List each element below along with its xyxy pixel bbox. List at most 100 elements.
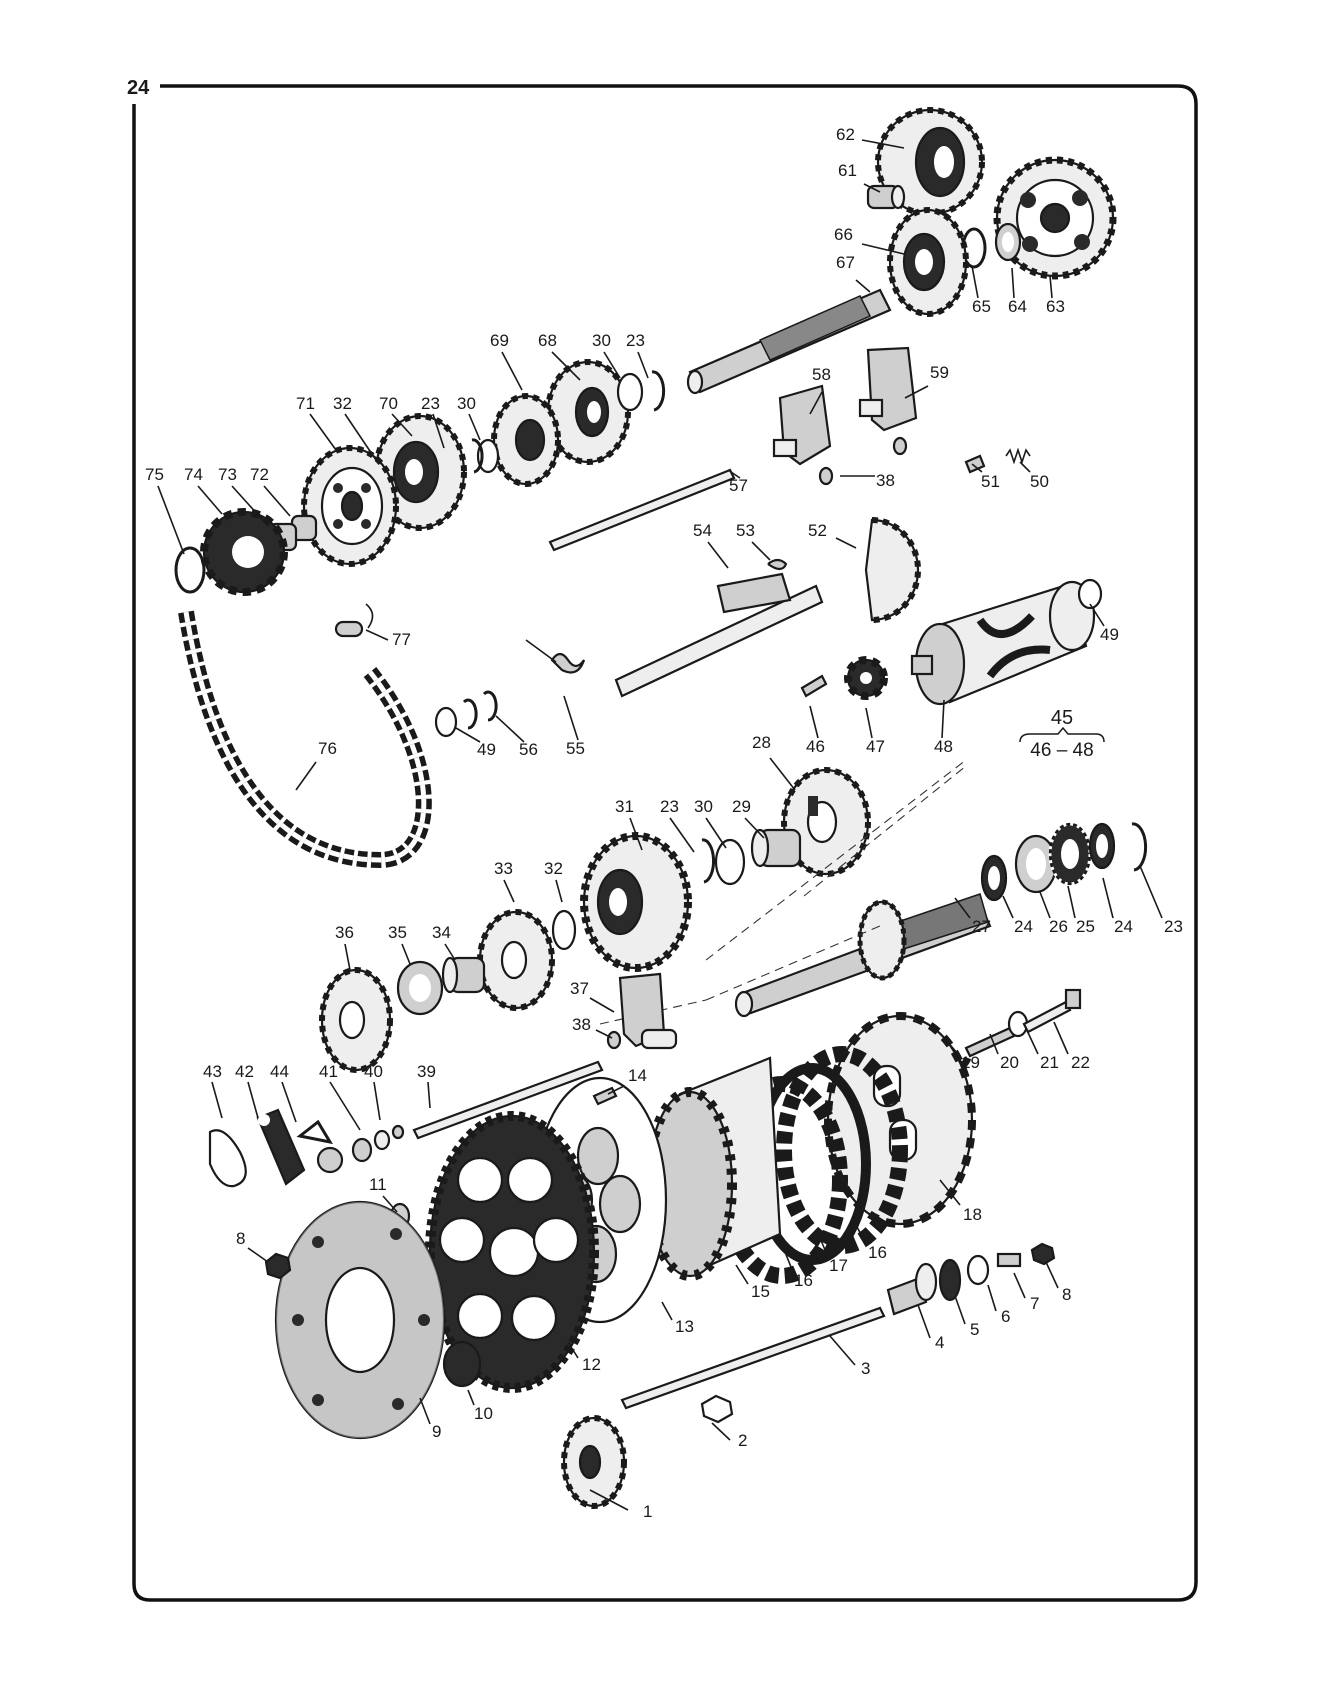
leader-line-c59 xyxy=(904,385,929,399)
callout-c59: 59 xyxy=(904,363,949,399)
callout-number-c30c: 30 xyxy=(592,331,611,350)
callout-number-c23a: 23 xyxy=(1164,917,1183,936)
leader-line-c8 xyxy=(1045,1261,1059,1289)
page-number: 24 xyxy=(127,77,150,99)
gear-1 xyxy=(561,1415,627,1509)
callout-c11: 11 xyxy=(369,1175,398,1213)
selector-fork-58 xyxy=(772,384,832,466)
leader-line-c15 xyxy=(735,1264,749,1285)
callout-number-c75: 75 xyxy=(145,465,164,484)
washer-30-upper xyxy=(616,372,644,412)
gear-36 xyxy=(319,967,393,1073)
leader-line-c43 xyxy=(211,1081,223,1119)
leader-line-c50 xyxy=(1019,461,1031,473)
callout-number-c24a: 24 xyxy=(1014,917,1033,936)
callout-c19: 19 xyxy=(945,1039,980,1072)
circlip-23-right xyxy=(1131,822,1148,872)
adjuster-7 xyxy=(996,1252,1022,1268)
leader-line-c29 xyxy=(744,817,765,839)
spring-55 xyxy=(525,639,586,674)
quadrant-52 xyxy=(864,517,921,623)
callout-c62: 62 xyxy=(836,125,905,149)
callout-number-c33: 33 xyxy=(494,859,513,878)
leader-line-c2 xyxy=(711,1422,731,1441)
callout-number-c26: 26 xyxy=(1049,917,1068,936)
leader-line-c13 xyxy=(661,1301,673,1321)
leader-line-c68 xyxy=(551,351,581,381)
leader-line-c42 xyxy=(247,1081,259,1119)
callout-c35: 35 xyxy=(388,923,411,965)
bearing-35 xyxy=(396,960,444,1016)
callout-c64: 64 xyxy=(1008,267,1027,316)
leader-line-c32a xyxy=(555,879,563,903)
callout-number-c66: 66 xyxy=(834,225,853,244)
callout-c8: 8 xyxy=(1045,1261,1071,1304)
callout-c30c: 30 xyxy=(592,331,621,379)
callout-number-c25: 25 xyxy=(1076,917,1095,936)
callout-number-c23c: 23 xyxy=(421,394,440,413)
leader-line-c74 xyxy=(197,485,223,515)
callout-number-c8: 8 xyxy=(1062,1285,1071,1304)
bush-61 xyxy=(866,184,906,210)
washer-30-layshaft xyxy=(476,438,500,474)
callout-c23d: 23 xyxy=(626,331,649,379)
sprocket-74 xyxy=(200,508,288,596)
callout-c23b: 23 xyxy=(660,797,695,853)
circlip-75 xyxy=(174,546,206,594)
callout-c30a: 30 xyxy=(694,797,727,849)
leader-line-c55 xyxy=(563,695,579,741)
callout-c22: 22 xyxy=(1053,1021,1090,1072)
leader-line-c70 xyxy=(391,413,413,437)
group-label-45: 45 xyxy=(1051,707,1073,729)
callout-c72: 72 xyxy=(250,465,291,517)
leader-line-c19 xyxy=(945,1039,959,1055)
leader-line-c39 xyxy=(427,1081,431,1109)
callout-number-c32b: 32 xyxy=(333,394,352,413)
callout-c27: 27 xyxy=(954,897,991,936)
callout-number-c20: 20 xyxy=(1000,1053,1019,1072)
callout-number-c38b: 38 xyxy=(876,471,895,490)
leader-line-c23c xyxy=(432,413,445,449)
callout-number-c71: 71 xyxy=(296,394,315,413)
gear-31 xyxy=(580,832,692,972)
leader-line-c67 xyxy=(855,279,871,293)
callout-number-c31: 31 xyxy=(615,797,634,816)
leader-line-c63 xyxy=(1049,275,1053,299)
callout-c68: 68 xyxy=(538,331,581,381)
selector-shaft-54 xyxy=(614,572,824,698)
lever-43 xyxy=(208,1129,247,1188)
leader-line-c32b xyxy=(344,413,377,461)
callout-c10: 10 xyxy=(467,1389,493,1423)
callout-c43: 43 xyxy=(203,1062,223,1119)
leader-line-c27 xyxy=(954,897,971,919)
bush-34 xyxy=(441,956,486,994)
leader-line-c21 xyxy=(1023,1023,1039,1055)
callout-number-c68: 68 xyxy=(538,331,557,350)
leader-line-c23b xyxy=(669,817,695,853)
callout-c49b: 49 xyxy=(455,727,496,759)
leader-line-c20 xyxy=(989,1033,999,1055)
gear-71 xyxy=(301,445,399,567)
callout-number-c64: 64 xyxy=(1008,297,1027,316)
mainshaft-27 xyxy=(734,893,992,1018)
plunger-51 xyxy=(964,454,986,474)
callout-c41: 41 xyxy=(319,1062,361,1131)
callout-c65: 65 xyxy=(971,265,991,316)
callout-c33: 33 xyxy=(494,859,515,903)
leader-line-c62 xyxy=(861,139,905,149)
callout-number-c63: 63 xyxy=(1046,297,1065,316)
leader-line-c46 xyxy=(809,705,819,739)
callout-c42: 42 xyxy=(235,1062,259,1119)
callout-number-c56: 56 xyxy=(519,740,538,759)
leader-line-c14 xyxy=(607,1085,625,1095)
screw-46 xyxy=(800,674,828,698)
leader-line-c24a xyxy=(1002,895,1014,919)
leader-line-c28 xyxy=(769,757,796,791)
leader-line-c23d xyxy=(637,351,649,379)
rod-20 xyxy=(964,1026,1016,1058)
callout-number-c32a: 32 xyxy=(544,859,563,878)
callout-number-c11: 11 xyxy=(369,1175,387,1194)
